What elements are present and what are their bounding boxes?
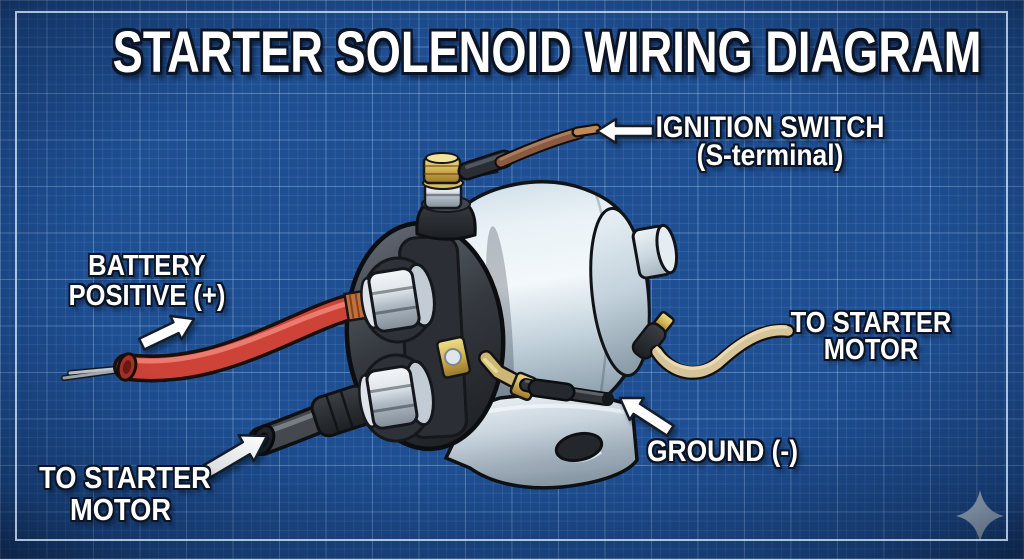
label-starter-motor-left-line2: MOTOR — [69, 492, 172, 527]
label-ignition-switch: IGNITION SWITCH (S-terminal) — [655, 111, 885, 172]
plunger — [631, 223, 679, 280]
diagram-title: STARTER SOLENOID WIRING DIAGRAM — [112, 20, 982, 85]
battery-arrow — [137, 314, 196, 351]
starter-terminal-nut — [365, 365, 419, 430]
ground-wire-tip — [602, 392, 614, 406]
label-ground-line1: GROUND (-) — [646, 435, 799, 468]
label-ignition-switch-line2: (S-terminal) — [696, 139, 844, 172]
label-battery-positive-line1: BATTERY — [88, 250, 206, 282]
label-starter-motor-left: TO STARTER MOTOR — [39, 460, 211, 527]
label-starter-motor-right-line1: TO STARTER — [790, 307, 952, 339]
battery-terminal-nut — [367, 267, 421, 333]
ignition-arrow — [595, 117, 655, 145]
sparkle-icon — [956, 490, 1004, 542]
label-ground: GROUND (-) — [641, 436, 804, 468]
label-starter-motor-right: TO STARTER MOTOR — [783, 307, 959, 366]
starter-motor-wire — [631, 310, 795, 380]
ignition-wire — [457, 123, 602, 181]
label-starter-motor-right-line2: MOTOR — [823, 334, 919, 366]
label-battery-positive: BATTERY POSITIVE (+) — [50, 251, 244, 311]
label-starter-motor-left-line1: TO STARTER — [39, 460, 211, 495]
label-ignition-switch-line1: IGNITION SWITCH — [655, 111, 885, 144]
label-battery-positive-line2: POSITIVE (+) — [68, 280, 226, 312]
face-tab — [436, 335, 472, 379]
